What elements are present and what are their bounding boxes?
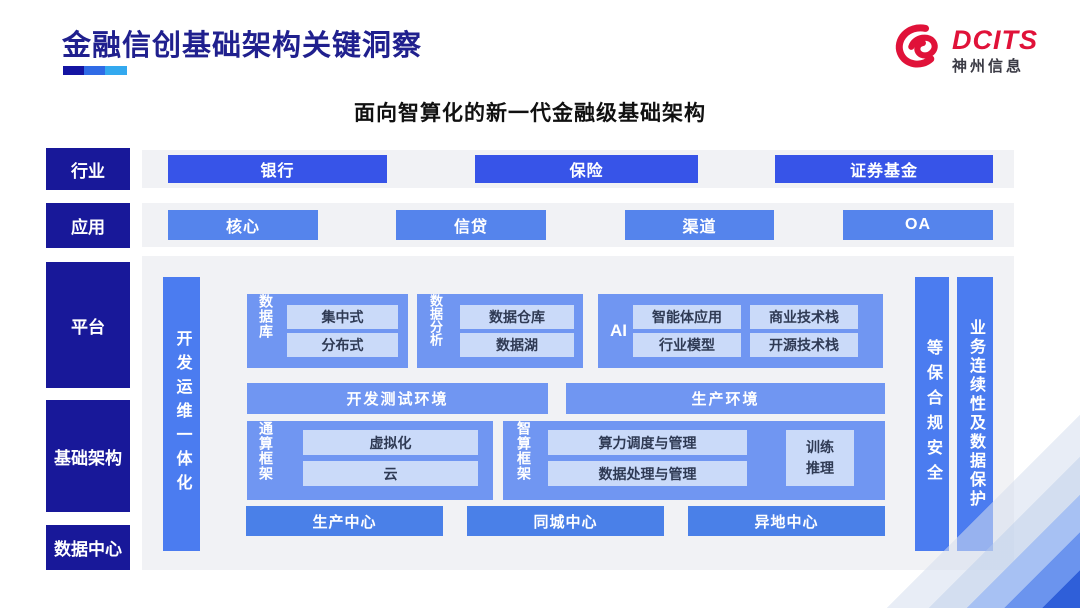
general-item-cloud: 云 bbox=[303, 461, 478, 486]
training-line: 训练 bbox=[806, 439, 834, 455]
inference-line: 推理 bbox=[806, 460, 834, 476]
pillar-devops: 开发运维一体化 bbox=[163, 277, 200, 551]
application-item-credit: 信贷 bbox=[396, 210, 546, 240]
row-label-application: 应用 bbox=[46, 203, 130, 248]
logo-brand-text: DCITS bbox=[952, 24, 1038, 55]
database-item-centralized: 集中式 bbox=[287, 305, 398, 329]
ai-item-commercial-stack: 商业技术栈 bbox=[750, 305, 858, 329]
industry-item-securities: 证券基金 bbox=[775, 155, 993, 183]
group-general-computing: 通算框架 虚拟化 云 bbox=[247, 421, 493, 500]
group-database-label: 数据库 bbox=[258, 294, 274, 339]
envbar-dev-test: 开发测试环境 bbox=[247, 383, 548, 414]
group-analytics: 数据分析 数据仓库 数据湖 bbox=[417, 294, 583, 368]
group-ai: AI 智能体应用 商业技术栈 行业模型 开源技术栈 bbox=[598, 294, 883, 368]
title-underline bbox=[63, 66, 127, 75]
row-label-infrastructure: 基础架构 bbox=[46, 400, 130, 512]
database-item-distributed: 分布式 bbox=[287, 333, 398, 357]
analytics-item-warehouse: 数据仓库 bbox=[460, 305, 574, 329]
ai-item-industry-models: 行业模型 bbox=[633, 333, 741, 357]
intelligent-item-compute-scheduling: 算力调度与管理 bbox=[548, 430, 747, 455]
group-intelligent-computing: 智算框架 算力调度与管理 数据处理与管理 训练 推理 bbox=[503, 421, 885, 500]
row-label-industry: 行业 bbox=[46, 148, 130, 190]
intelligent-item-data-management: 数据处理与管理 bbox=[548, 461, 747, 486]
pillar-security: 等保合规安全 bbox=[915, 277, 949, 551]
logo-company-text: 神州信息 bbox=[952, 57, 1025, 75]
application-item-oa: OA bbox=[843, 210, 993, 240]
analytics-item-lake: 数据湖 bbox=[460, 333, 574, 357]
envbar-production: 生产环境 bbox=[566, 383, 885, 414]
group-ai-label: AI bbox=[610, 321, 627, 340]
group-database: 数据库 集中式 分布式 bbox=[247, 294, 408, 368]
intelligent-item-training-inference: 训练 推理 bbox=[786, 430, 854, 486]
datacenter-item-remote: 异地中心 bbox=[688, 506, 885, 536]
ai-item-agent-apps: 智能体应用 bbox=[633, 305, 741, 329]
datacenter-item-production: 生产中心 bbox=[246, 506, 443, 536]
page-title: 金融信创基础架构关键洞察 bbox=[62, 30, 423, 62]
datacenter-item-same-city: 同城中心 bbox=[467, 506, 664, 536]
row-label-datacenter: 数据中心 bbox=[46, 525, 130, 570]
general-item-virtualization: 虚拟化 bbox=[303, 430, 478, 455]
company-logo: DCITS 神州信息 bbox=[890, 20, 1050, 80]
application-item-channel: 渠道 bbox=[625, 210, 774, 240]
industry-item-bank: 银行 bbox=[168, 155, 387, 183]
application-item-core: 核心 bbox=[168, 210, 318, 240]
row-label-platform: 平台 bbox=[46, 262, 130, 388]
ai-item-opensource-stack: 开源技术栈 bbox=[750, 333, 858, 357]
pillar-continuity: 业务连续性及数据保护 bbox=[957, 277, 993, 551]
dcits-swirl-icon bbox=[890, 20, 948, 81]
group-analytics-label: 数据分析 bbox=[428, 294, 443, 346]
industry-item-insurance: 保险 bbox=[475, 155, 698, 183]
group-intelligent-label: 智算框架 bbox=[516, 421, 532, 481]
diagram-subtitle: 面向智算化的新一代金融级基础架构 bbox=[354, 102, 706, 125]
group-general-label: 通算框架 bbox=[258, 421, 274, 481]
